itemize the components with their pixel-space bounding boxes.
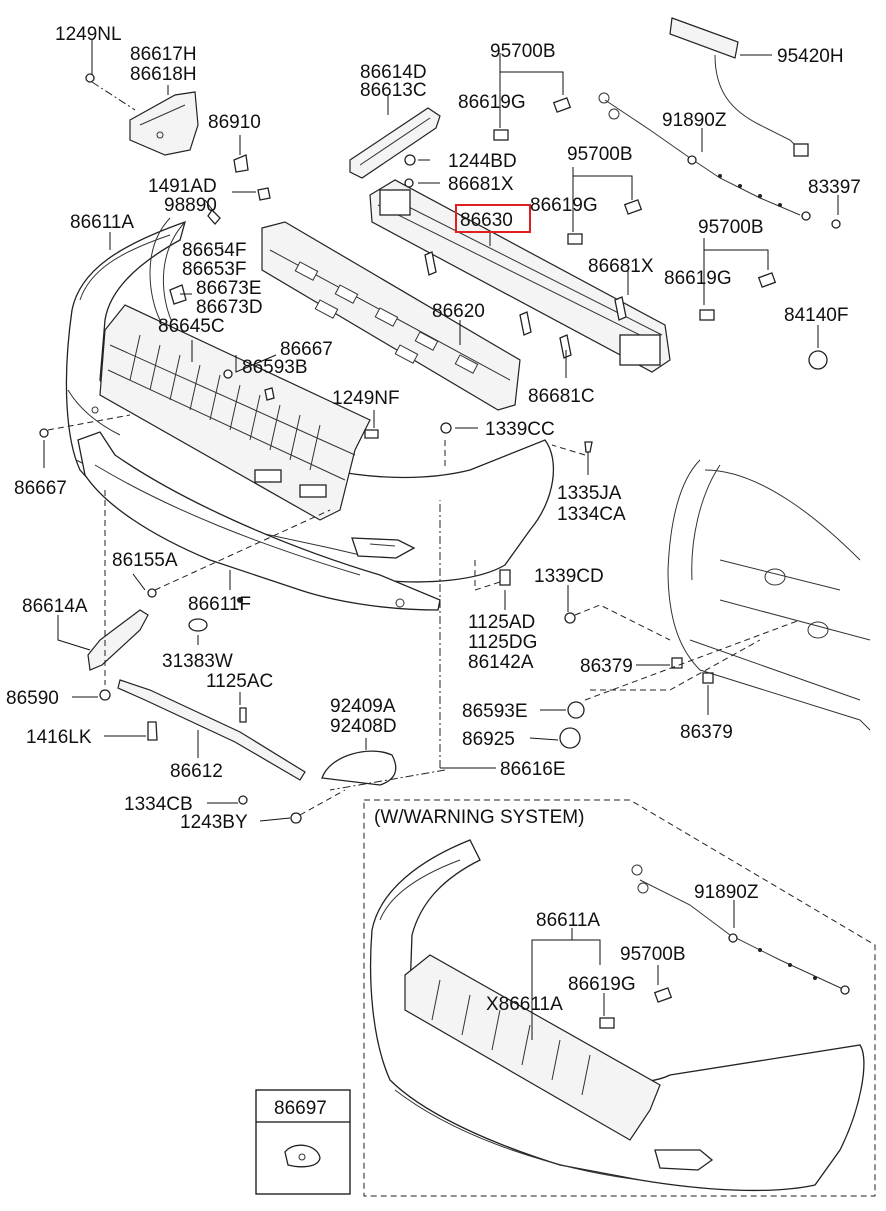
label-1243BY: 1243BY [180,812,248,833]
label-92409A: 92409A [330,696,396,717]
label-1339CC: 1339CC [485,419,555,440]
label-1125AD: 1125AD [468,612,535,633]
label-86611F: 86611F [188,594,251,615]
label-86619G-b: 86619G [530,195,598,216]
warning-system-inset [363,799,876,1197]
label-95700B-a: 95700B [490,41,556,62]
label-X86611A: X86611A [486,994,563,1015]
label-86673E: 86673E [196,278,262,299]
label-86630: 86630 [460,210,513,231]
label-86619G-d: 86619G [568,974,636,995]
lower-skid-plate [77,431,441,611]
label-95700B-d: 95700B [620,944,686,965]
part-labels: 1249NL 86617H 86618H 86910 1491AD 98890 … [6,24,861,1119]
label-91890Z-b: 91890Z [694,882,759,903]
upper-stay-bracket [349,107,441,179]
label-86653F: 86653F [182,259,246,280]
label-91890Z-a: 91890Z [662,110,727,131]
label-84140F: 84140F [784,305,848,326]
vehicle-body-outline [667,459,871,731]
label-86618H: 86618H [130,64,197,85]
label-1244BD: 1244BD [448,151,517,172]
label-86617H: 86617H [130,44,197,65]
label-86613C: 86613C [360,80,427,101]
label-98890: 98890 [164,195,217,216]
label-86611A: 86611A [70,212,134,233]
label-86673D: 86673D [196,297,263,318]
label-86619G-a: 86619G [458,92,526,113]
label-86697: 86697 [274,1098,327,1119]
label-86910: 86910 [208,112,261,133]
highlight-box-86630 [455,204,531,233]
lower-molding-strip [117,679,306,781]
sensor-wiring-harness [598,92,811,221]
label-1491AD: 1491AD [148,176,217,197]
label-86142A: 86142A [468,652,534,673]
parking-sensor-c [699,272,777,321]
label-86611A-b: 86611A [536,910,600,931]
label-31383W: 31383W [162,651,233,672]
parking-sensor-b [567,199,643,245]
label-1334CA: 1334CA [557,504,626,525]
label-95700B-c: 95700B [698,217,764,238]
label-86379-b: 86379 [680,722,733,743]
label-86379-a: 86379 [580,656,633,677]
label-1339CD: 1339CD [534,566,604,587]
label-1335JA: 1335JA [557,483,622,504]
label-86620: 86620 [432,301,485,322]
label-86654F: 86654F [182,240,246,261]
label-95420H: 95420H [777,46,844,67]
label-1416LK: 1416LK [26,727,92,748]
label-92408D: 92408D [330,716,397,737]
bumper-reinforcement-beam [369,179,671,373]
lower-grille-panel [99,304,371,521]
part-86697-box [255,1089,351,1195]
label-86614A: 86614A [22,596,88,617]
label-86681X-b: 86681X [588,256,654,277]
label-1334CB: 1334CB [124,794,193,815]
label-86590: 86590 [6,688,59,709]
fasteners [39,73,841,824]
label-86155A: 86155A [112,550,178,571]
label-83397: 83397 [808,177,861,198]
label-86667-b: 86667 [14,478,67,499]
label-1249NL: 1249NL [55,24,122,45]
label-95700B-b: 95700B [567,144,633,165]
energy-absorber [261,221,521,411]
side-bracket-lower-left [87,609,149,671]
parking-sensor-a [493,97,572,141]
label-86681C: 86681C [528,386,595,407]
label-86925: 86925 [462,729,515,750]
label-86645C: 86645C [158,316,225,337]
label-86681X-a: 86681X [448,174,514,195]
label-1125DG: 1125DG [468,632,537,653]
sensor-unit-95420h [669,17,809,157]
label-86616E: 86616E [500,759,566,780]
label-86593E: 86593E [462,701,528,722]
reflector-cap [321,750,397,786]
leader-lines [43,40,839,822]
label-86593B: 86593B [242,357,308,378]
label-86619G-c: 86619G [664,268,732,289]
label-1125AC: 1125AC [206,671,273,692]
label-86612: 86612 [170,761,223,782]
warning-system-title: (W/WARNING SYSTEM) [374,807,584,828]
label-86614D: 86614D [360,62,427,83]
label-1249NF: 1249NF [332,388,400,409]
side-bracket-upper-left [129,91,199,156]
label-86667-a: 86667 [280,339,333,360]
